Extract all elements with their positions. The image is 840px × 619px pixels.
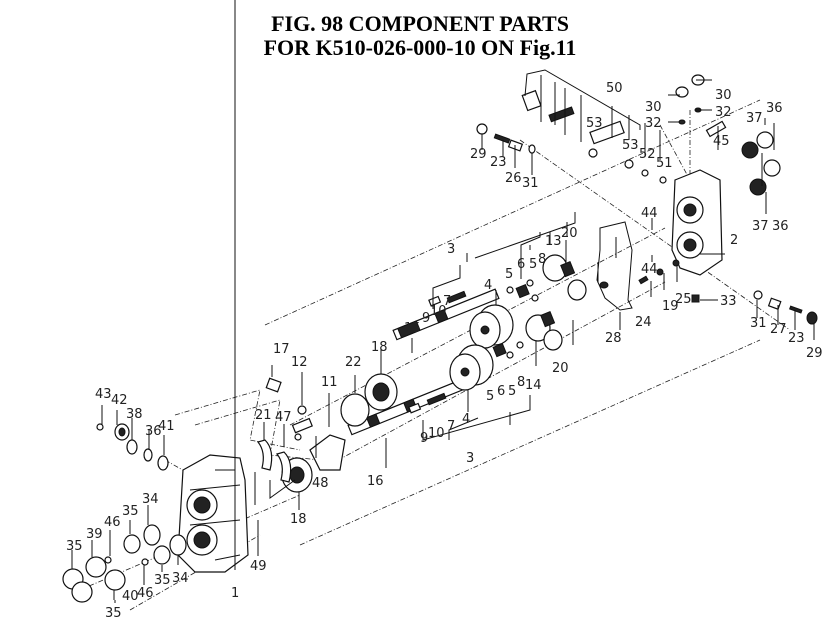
callout-33: 33: [720, 294, 737, 309]
callout-25: 25: [675, 292, 692, 307]
callout-12: 12: [291, 355, 308, 370]
callout-13: 13: [545, 234, 562, 249]
callout-21: 21: [255, 408, 272, 423]
callout-20-upper: 20: [561, 226, 578, 241]
assembly-axis-lines: [79, 99, 791, 611]
cylinder-block-lower: [449, 344, 494, 391]
figure-title-line1: FIG. 98 COMPONENT PARTS: [271, 11, 569, 36]
callout-15: 15: [404, 321, 421, 336]
callout-6-lower: 6: [497, 384, 505, 399]
callout-22: 22: [345, 355, 362, 370]
callout-41: 41: [158, 419, 175, 434]
callout-35c: 35: [154, 573, 171, 588]
callout-5b: 5: [529, 257, 537, 272]
callout-2: 2: [730, 233, 738, 248]
callout-35a: 35: [122, 504, 139, 519]
callout-48: 48: [312, 476, 329, 491]
callout-34a: 34: [142, 492, 159, 507]
callout-6-upper: 6: [517, 257, 525, 272]
callout-4-lower: 4: [462, 412, 470, 427]
callout-20-lower: 20: [552, 361, 569, 376]
callout-35d: 35: [105, 606, 122, 619]
callout-32b: 32: [715, 105, 732, 120]
callout-5d: 5: [508, 384, 516, 399]
callout-18-upper: 18: [371, 340, 388, 355]
end-cover-part-2: [671, 169, 723, 276]
callout-37a: 37: [746, 111, 763, 126]
callout-7-upper: 7: [443, 294, 451, 309]
callout-36b: 36: [766, 101, 783, 116]
callout-44a: 44: [641, 206, 658, 221]
cylinder-block-upper: [469, 304, 514, 349]
callout-31-upper: 31: [522, 176, 539, 191]
callout-40: 40: [122, 589, 139, 604]
callout-9-lower: 9: [420, 431, 428, 446]
callout-43: 43: [95, 387, 112, 402]
callout-10-lower: 10: [428, 426, 445, 441]
callout-53a: 53: [586, 116, 603, 131]
callout-32a: 32: [645, 116, 662, 131]
callout-5c: 5: [486, 389, 494, 404]
callout-labels: 1 2 3 3 4 4 5 5 5 5 6 6 7 7 8 8 9 9 10 1…: [66, 81, 823, 619]
callout-7-lower: 7: [447, 419, 455, 434]
callout-36a: 36: [145, 424, 162, 439]
callout-49: 49: [250, 559, 267, 574]
callout-17: 17: [273, 342, 290, 357]
gasket-part-28: [596, 221, 633, 311]
callout-9-upper: 9: [422, 311, 430, 326]
callout-31-lower: 31: [750, 316, 767, 331]
callout-46a: 46: [104, 515, 121, 530]
callout-52: 52: [639, 147, 656, 162]
callout-37b: 37: [752, 219, 769, 234]
callout-19: 19: [662, 299, 679, 314]
callout-10-upper: 10: [430, 304, 447, 319]
callout-44b: 44: [641, 262, 658, 277]
figure-title-line2: FOR K510-026-000-10 ON Fig.11: [263, 35, 577, 60]
callout-3-lower: 3: [466, 451, 474, 466]
callout-11: 11: [321, 375, 338, 390]
shaft-part-15: [392, 288, 500, 341]
callout-27: 27: [770, 322, 787, 337]
callout-8-lower: 8: [517, 375, 525, 390]
callout-30b: 30: [715, 88, 732, 103]
callout-34b: 34: [172, 571, 189, 586]
callout-38: 38: [126, 407, 143, 422]
callout-5a: 5: [505, 267, 513, 282]
callout-23-upper: 23: [490, 155, 507, 170]
callout-39: 39: [86, 527, 103, 542]
callout-46b: 46: [137, 586, 154, 601]
callout-45: 45: [713, 134, 730, 149]
callout-50: 50: [606, 81, 623, 96]
callout-4-upper: 4: [484, 278, 492, 293]
callout-14: 14: [525, 378, 542, 393]
callout-51: 51: [656, 156, 673, 171]
callout-36c: 36: [772, 219, 789, 234]
callout-28: 28: [605, 331, 622, 346]
callout-18-lower: 18: [290, 512, 307, 527]
callout-24: 24: [635, 315, 652, 330]
callout-8-upper: 8: [538, 252, 546, 267]
callout-23-lower: 23: [788, 331, 805, 346]
callout-26: 26: [505, 171, 522, 186]
callout-35b: 35: [66, 539, 83, 554]
callout-29-upper: 29: [470, 147, 487, 162]
leader-lines: [71, 0, 815, 603]
small-parts: [62, 74, 818, 603]
callout-29-lower: 29: [806, 346, 823, 361]
callout-1: 1: [231, 586, 239, 601]
callout-47: 47: [275, 410, 292, 425]
callout-30a: 30: [645, 100, 662, 115]
callout-53b: 53: [622, 138, 639, 153]
callout-42: 42: [111, 393, 128, 408]
housing-part-1: [177, 454, 249, 573]
callout-3-upper: 3: [447, 242, 455, 257]
callout-16: 16: [367, 474, 384, 489]
